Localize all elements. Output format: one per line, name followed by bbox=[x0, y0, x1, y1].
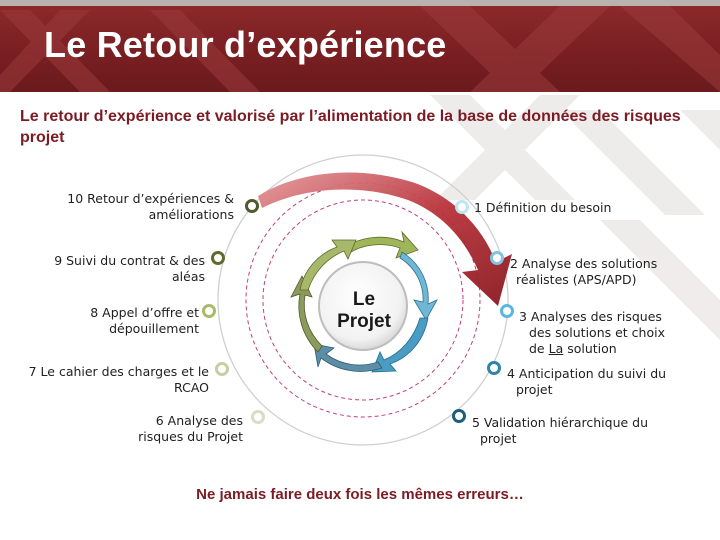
footer-message: Ne jamais faire deux fois les mêmes erre… bbox=[196, 486, 524, 503]
step-10: 10 Retour d’expériences & améliorations bbox=[67, 191, 234, 223]
step-9-line1: 9 Suivi du contrat & des bbox=[54, 253, 205, 268]
step-3: 3 Analyses des risques des solutions et … bbox=[519, 309, 665, 357]
step-marker-4 bbox=[487, 361, 501, 375]
step-6: 6 Analyse des risques du Projet bbox=[138, 413, 243, 445]
step-2-line1: 2 Analyse des solutions bbox=[510, 256, 658, 271]
step-marker-7 bbox=[215, 362, 229, 376]
outer-ring bbox=[217, 154, 509, 446]
step-marker-2 bbox=[490, 251, 504, 265]
step-marker-10 bbox=[245, 199, 259, 213]
step-8-line1: 8 Appel d’offre et bbox=[90, 305, 199, 320]
step-marker-8 bbox=[202, 304, 216, 318]
header-decoration bbox=[0, 6, 720, 92]
step-9-line2: aléas bbox=[172, 269, 205, 284]
step-7: 7 Le cahier des charges et le RCAO bbox=[29, 364, 209, 396]
step-3-line3-pre: de bbox=[529, 341, 549, 356]
step-marker-1 bbox=[455, 200, 469, 214]
step-marker-5 bbox=[452, 409, 466, 423]
swirl-blade-6 bbox=[299, 239, 357, 291]
step-3-line3-post: solution bbox=[563, 341, 617, 356]
step-6-line2: risques du Projet bbox=[138, 429, 243, 444]
swirl-arrows bbox=[290, 230, 438, 373]
header-top-line bbox=[0, 0, 720, 6]
red-feedback-arrow bbox=[258, 172, 512, 306]
step-8: 8 Appel d’offre et dépouillement bbox=[90, 305, 199, 337]
subtitle: Le retour d’expérience et valorisé par l… bbox=[20, 108, 681, 146]
swirl-blade-1 bbox=[342, 230, 419, 259]
step-markers bbox=[202, 199, 514, 424]
step-marker-3 bbox=[500, 304, 514, 318]
header-band: Le Retour d’expérience bbox=[0, 0, 720, 92]
step-3-line2: des solutions et choix bbox=[529, 325, 665, 340]
step-5: 5 Validation hiérarchique du projet bbox=[472, 415, 648, 447]
swirl-blade-5 bbox=[290, 275, 323, 353]
page-title: Le Retour d’expérience bbox=[44, 24, 447, 65]
step-3-line3-underlined: La bbox=[548, 341, 564, 356]
step-3-line3: de La solution bbox=[519, 341, 665, 357]
center-label-line2: Projet bbox=[337, 311, 391, 332]
step-3-line1: 3 Analyses des risques bbox=[519, 309, 662, 324]
step-7-line2: RCAO bbox=[174, 380, 209, 395]
center-label-line1: Le bbox=[352, 289, 376, 310]
step-9: 9 Suivi du contrat & des aléas bbox=[54, 253, 205, 285]
step-marker-6 bbox=[251, 410, 265, 424]
step-marker-9 bbox=[211, 251, 225, 265]
step-10-line1: 10 Retour d’expériences & bbox=[67, 191, 234, 206]
dashed-ring-outer bbox=[245, 182, 481, 418]
center-label: Le Projet bbox=[322, 289, 406, 333]
step-2: 2 Analyse des solutions réalistes (APS/A… bbox=[510, 256, 657, 288]
dashed-ring-inner bbox=[262, 199, 464, 401]
step-10-line2: améliorations bbox=[148, 207, 234, 222]
step-5-line2: projet bbox=[480, 431, 517, 446]
step-1: 1 Définition du besoin bbox=[474, 200, 611, 216]
step-5-line1: 5 Validation hiérarchique du bbox=[472, 415, 649, 430]
step-2-line2: réalistes (APS/APD) bbox=[516, 272, 637, 287]
step-8-line2: dépouillement bbox=[109, 321, 199, 336]
step-7-line1: 7 Le cahier des charges et le bbox=[28, 364, 209, 379]
step-1-line1: 1 Définition du besoin bbox=[474, 200, 612, 215]
step-4: 4 Anticipation du suivi du projet bbox=[507, 366, 666, 398]
step-6-line1: 6 Analyse des bbox=[155, 413, 243, 428]
step-4-line1: 4 Anticipation du suivi du bbox=[507, 366, 667, 381]
center-circle bbox=[318, 261, 408, 351]
step-4-line2: projet bbox=[516, 382, 553, 397]
